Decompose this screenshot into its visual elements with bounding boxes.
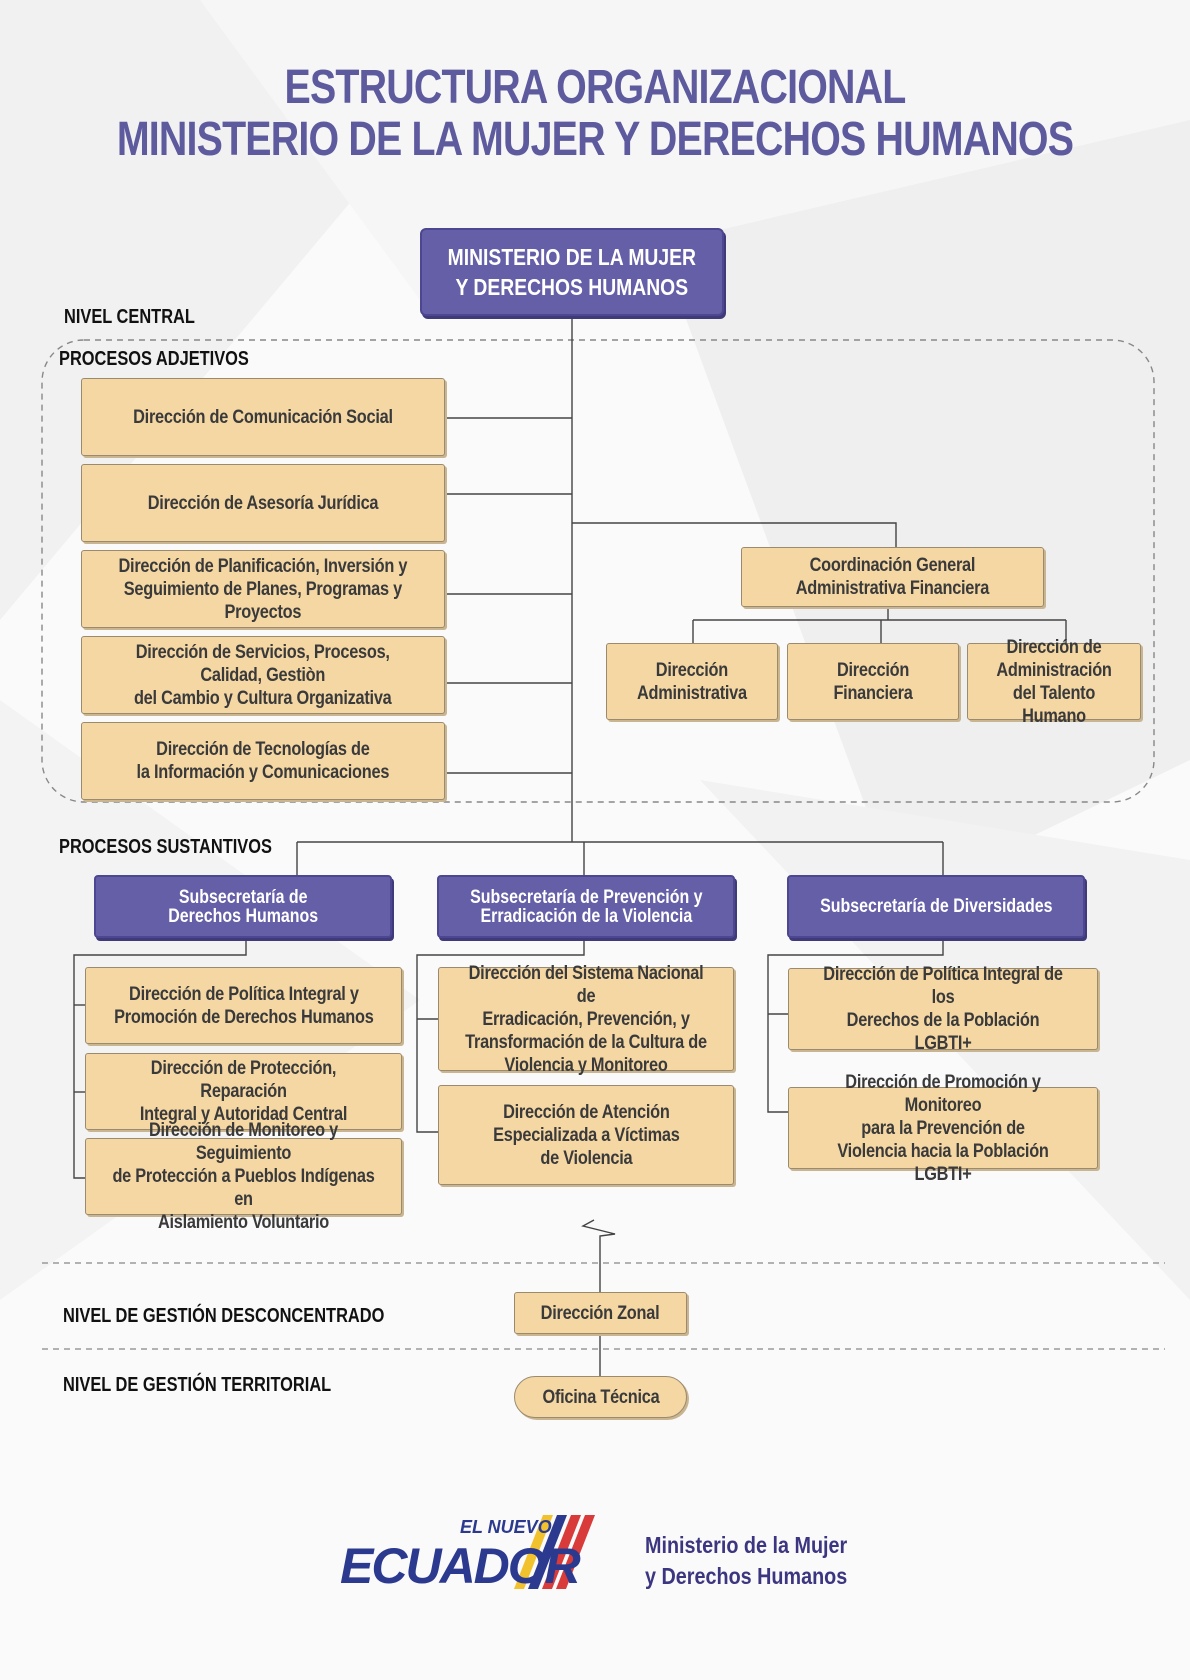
adjetivo-label: Dirección de Servicios, Procesos, Calida… — [134, 641, 392, 709]
adjetivo-label: Dirección de Asesoría Jurídica — [147, 492, 379, 514]
subsecretaria-child-label: Dirección de Política Integral y Promoci… — [113, 983, 374, 1028]
adjetivo-label: Dirección de Tecnologías de la Informaci… — [136, 739, 390, 783]
subsecretaria-child-box: Dirección de Monitoreo y Seguimiento de … — [85, 1120, 402, 1233]
procesos-sustantivos-label: PROCESOS SUSTANTIVOS — [59, 836, 272, 858]
coordinacion-label: Coordinación General Administrativa Fina… — [795, 555, 990, 599]
subsecretaria-child-box: Dirección de Promoción y Monitoreo para … — [788, 1072, 1098, 1185]
title-line-2: MINISTERIO DE LA MUJER Y DERECHOS HUMANO… — [116, 113, 1074, 166]
subsecretaria-child-box: Dirección de Política Integral de los De… — [788, 964, 1098, 1054]
ecuador-logo: EL NUEVO ECUADOR — [340, 1515, 595, 1594]
subsecretaria-box: Subsecretaría de Diversidades — [787, 875, 1085, 938]
ministry-line-2: y Derechos Humanos — [645, 1563, 848, 1589]
adjetivo-box: Dirección de Asesoría Jurídica — [81, 464, 445, 542]
logo-big-text: ECUADOR — [340, 1538, 581, 1594]
logo-small-text: EL NUEVO — [460, 1517, 552, 1537]
coordinacion-box: Coordinación General Administrativa Fina… — [741, 547, 1044, 607]
coordinacion-child-box: Dirección Financiera — [787, 643, 959, 720]
adjetivo-box: Dirección de Tecnologías de la Informaci… — [81, 722, 445, 800]
ministerio-top-label: MINISTERIO DE LA MUJER Y DERECHOS HUMANO… — [447, 244, 697, 300]
subsecretaria-child-label: Dirección de Política Integral de los De… — [823, 964, 1063, 1054]
coordinacion-child-label: Dirección de Administración del Talento … — [996, 636, 1112, 727]
adjetivo-label: Dirección de Comunicación Social — [133, 406, 393, 428]
subsecretaria-label: Subsecretaría de Diversidades — [819, 896, 1053, 917]
coordinacion-child-label: Dirección Financiera — [833, 659, 913, 704]
subsecretaria-child-label: Dirección de Atención Especializada a Ví… — [492, 1101, 680, 1169]
oficina-tecnica-box: Oficina Técnica — [514, 1376, 687, 1418]
coordinacion-child-label: Dirección Administrativa — [637, 659, 747, 704]
subsecretaria-box: Subsecretaría de Prevención y Erradicaci… — [437, 875, 735, 938]
ministerio-top-box: MINISTERIO DE LA MUJER Y DERECHOS HUMANO… — [420, 228, 724, 316]
title-line-1: ESTRUCTURA ORGANIZACIONAL — [284, 61, 907, 114]
direccion-zonal-box: Dirección Zonal — [514, 1292, 687, 1334]
subsecretaria-child-box: Dirección de Política Integral y Promoci… — [85, 967, 402, 1044]
nivel-central-label: NIVEL CENTRAL — [64, 306, 195, 328]
subsecretaria-child-label: Dirección de Monitoreo y Seguimiento de … — [112, 1120, 375, 1233]
coordinacion-child-box: Dirección de Administración del Talento … — [967, 637, 1141, 727]
ministry-name: Ministerio de la Mujer y Derechos Humano… — [645, 1530, 847, 1592]
ministry-line-1: Ministerio de la Mujer — [645, 1532, 848, 1558]
subsecretaria-child-box: Dirección de Atención Especializada a Ví… — [438, 1085, 734, 1185]
subsecretaria-child-box: Dirección de Protección, Reparación Inte… — [85, 1053, 402, 1130]
procesos-adjetivos-label: PROCESOS ADJETIVOS — [59, 348, 249, 370]
subsecretaria-child-label: Dirección del Sistema Nacional de Erradi… — [465, 962, 707, 1076]
subsecretaria-child-box: Dirección del Sistema Nacional de Erradi… — [438, 963, 734, 1076]
nivel-desconcentrado-label: NIVEL DE GESTIÓN DESCONCENTRADO — [63, 1305, 385, 1327]
nivel-territorial-label: NIVEL DE GESTIÓN TERRITORIAL — [63, 1374, 332, 1396]
subsecretaria-child-label: Dirección de Protección, Reparación Inte… — [139, 1058, 348, 1125]
adjetivo-box: Dirección de Servicios, Procesos, Calida… — [81, 636, 445, 714]
adjetivo-box: Dirección de Comunicación Social — [81, 378, 445, 456]
subsecretaria-child-label: Dirección de Promoción y Monitoreo para … — [837, 1071, 1049, 1185]
subsecretaria-label: Subsecretaría de Prevención y Erradicaci… — [469, 886, 703, 927]
subsecretaria-box: Subsecretaría de Derechos Humanos — [94, 875, 392, 938]
adjetivo-box: Dirección de Planificación, Inversión y … — [81, 550, 445, 628]
oficina-tecnica-label: Oficina Técnica — [542, 1386, 659, 1408]
subsecretaria-label: Subsecretaría de Derechos Humanos — [168, 886, 318, 927]
coordinacion-child-box: Dirección Administrativa — [606, 643, 778, 720]
direccion-zonal-label: Dirección Zonal — [541, 1302, 660, 1324]
adjetivo-label: Dirección de Planificación, Inversión y … — [118, 555, 408, 623]
